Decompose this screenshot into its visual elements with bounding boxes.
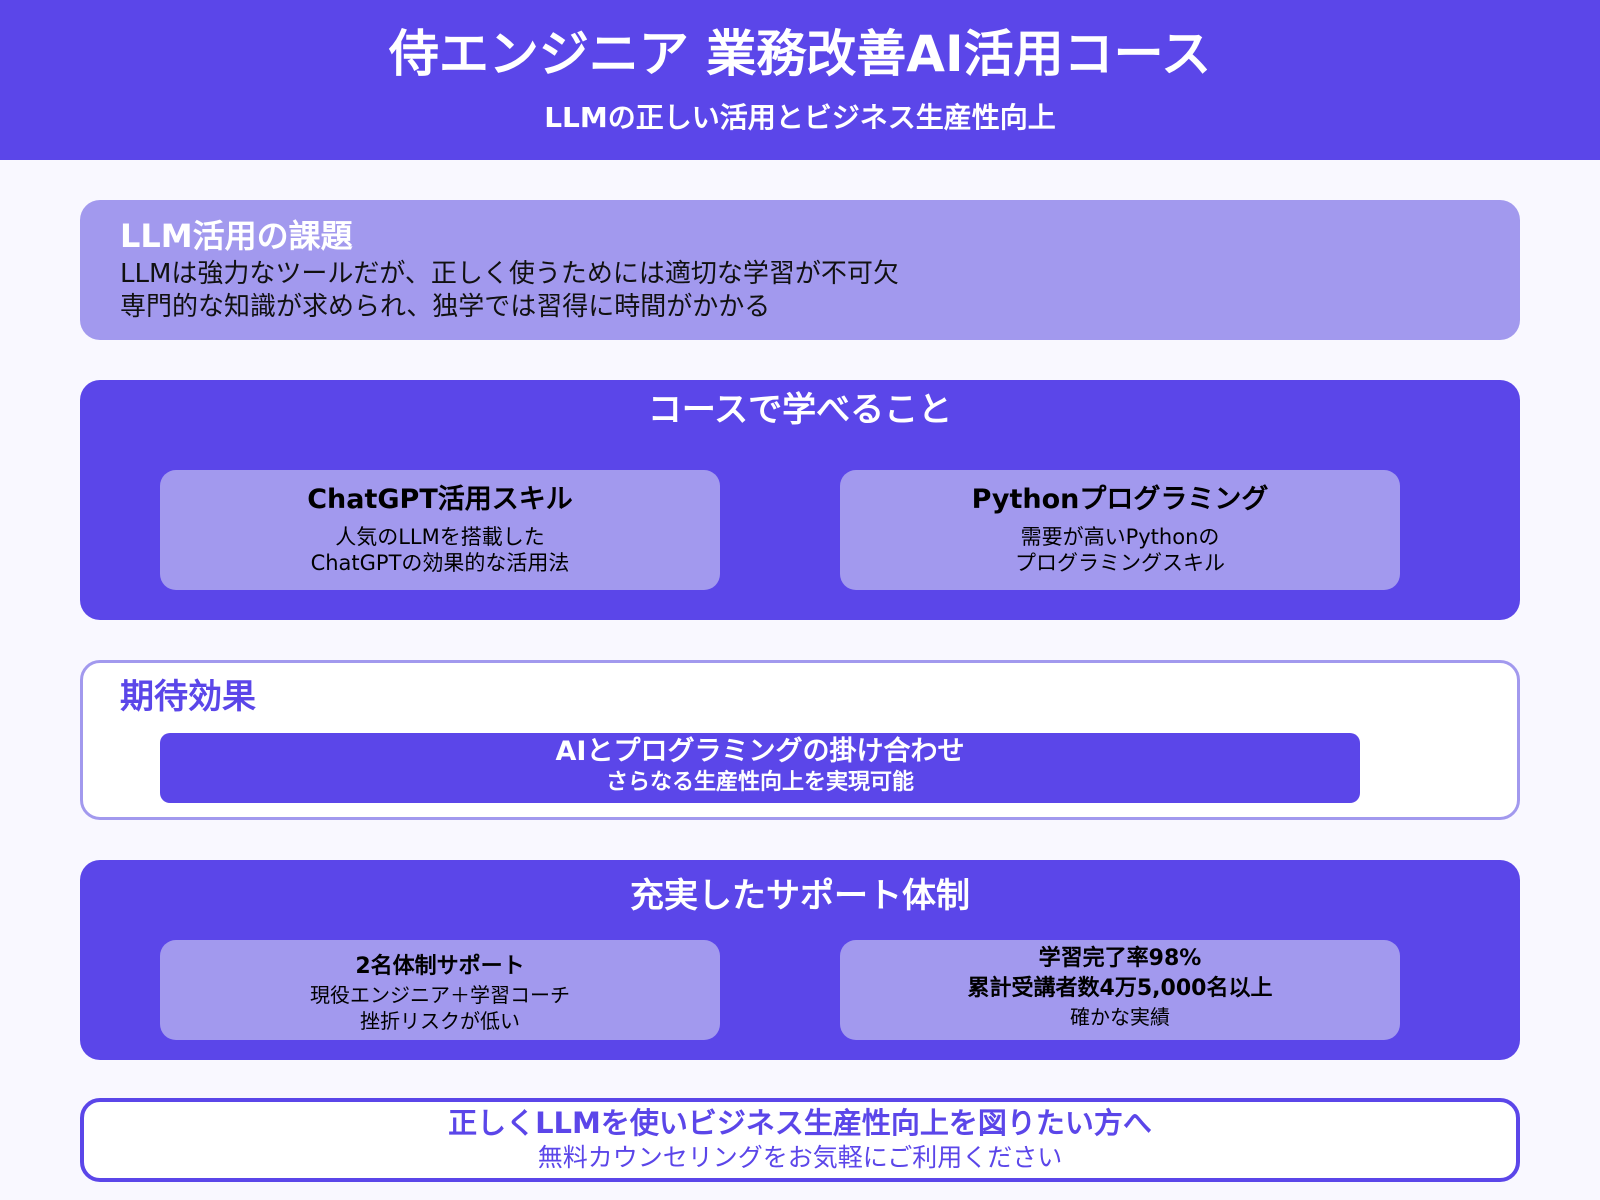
card-line: 人気のLLMを搭載した — [335, 525, 545, 549]
page-subtitle: LLMの正しい活用とビジネス生産性向上 — [544, 101, 1056, 134]
card-line: 需要が高いPythonの — [1020, 525, 1220, 549]
page-title: 侍エンジニア 業務改善AI活用コース — [388, 25, 1212, 83]
card-track-record: 学習完了率98% 累計受講者数4万5,000名以上 確かな実績 — [840, 940, 1400, 1040]
card-two-person-support: 2名体制サポート 現役エンジニア＋学習コーチ 挫折リスクが低い — [160, 940, 720, 1040]
learn-section: コースで学べること ChatGPT活用スキル 人気のLLMを搭載した ChatG… — [80, 380, 1520, 620]
problem-section: LLM活用の課題 LLMは強力なツールだが、正しく使うためには適切な学習が不可欠… — [80, 200, 1520, 340]
effect-title: 期待効果 — [120, 677, 256, 717]
card-line: 確かな実績 — [1070, 1005, 1170, 1029]
card-line: 挫折リスクが低い — [360, 1009, 520, 1033]
problem-title: LLM活用の課題 — [120, 217, 353, 255]
support-section: 充実したサポート体制 2名体制サポート 現役エンジニア＋学習コーチ 挫折リスクが… — [80, 860, 1520, 1060]
effect-line-1: AIとプログラミングの掛け合わせ — [555, 736, 965, 767]
card-line: 現役エンジニア＋学習コーチ — [310, 983, 570, 1007]
card-python-programming: Pythonプログラミング 需要が高いPythonの プログラミングスキル — [840, 470, 1400, 590]
card-line: ChatGPTの効果的な活用法 — [310, 551, 570, 575]
learn-title: コースで学べること — [647, 390, 953, 430]
support-title: 充実したサポート体制 — [630, 876, 970, 916]
card-title: 2名体制サポート — [355, 954, 525, 979]
card-title: ChatGPT活用スキル — [307, 484, 573, 515]
problem-line-1: LLMは強力なツールだが、正しく使うためには適切な学習が不可欠 — [120, 259, 899, 289]
header-banner: 侍エンジニア 業務改善AI活用コース LLMの正しい活用とビジネス生産性向上 — [0, 0, 1600, 160]
card-line: プログラミングスキル — [1015, 551, 1225, 575]
cta-banner[interactable]: 正しくLLMを使いビジネス生産性向上を図りたい方へ 無料カウンセリングをお気軽に… — [80, 1098, 1520, 1182]
card-chatgpt-skill: ChatGPT活用スキル 人気のLLMを搭載した ChatGPTの効果的な活用法 — [160, 470, 720, 590]
cta-headline: 正しくLLMを使いビジネス生産性向上を図りたい方へ — [448, 1106, 1152, 1140]
effect-highlight: AIとプログラミングの掛け合わせ さらなる生産性向上を実現可能 — [160, 733, 1360, 803]
card-title: Pythonプログラミング — [971, 484, 1269, 515]
problem-line-2: 専門的な知識が求められ、独学では習得に時間がかかる — [120, 292, 771, 322]
cta-subline: 無料カウンセリングをお気軽にご利用ください — [537, 1143, 1063, 1172]
card-title: 累計受講者数4万5,000名以上 — [967, 976, 1273, 1001]
effect-line-2: さらなる生産性向上を実現可能 — [605, 770, 914, 795]
card-title: 学習完了率98% — [1038, 946, 1202, 971]
effect-section: 期待効果 AIとプログラミングの掛け合わせ さらなる生産性向上を実現可能 — [80, 660, 1520, 820]
